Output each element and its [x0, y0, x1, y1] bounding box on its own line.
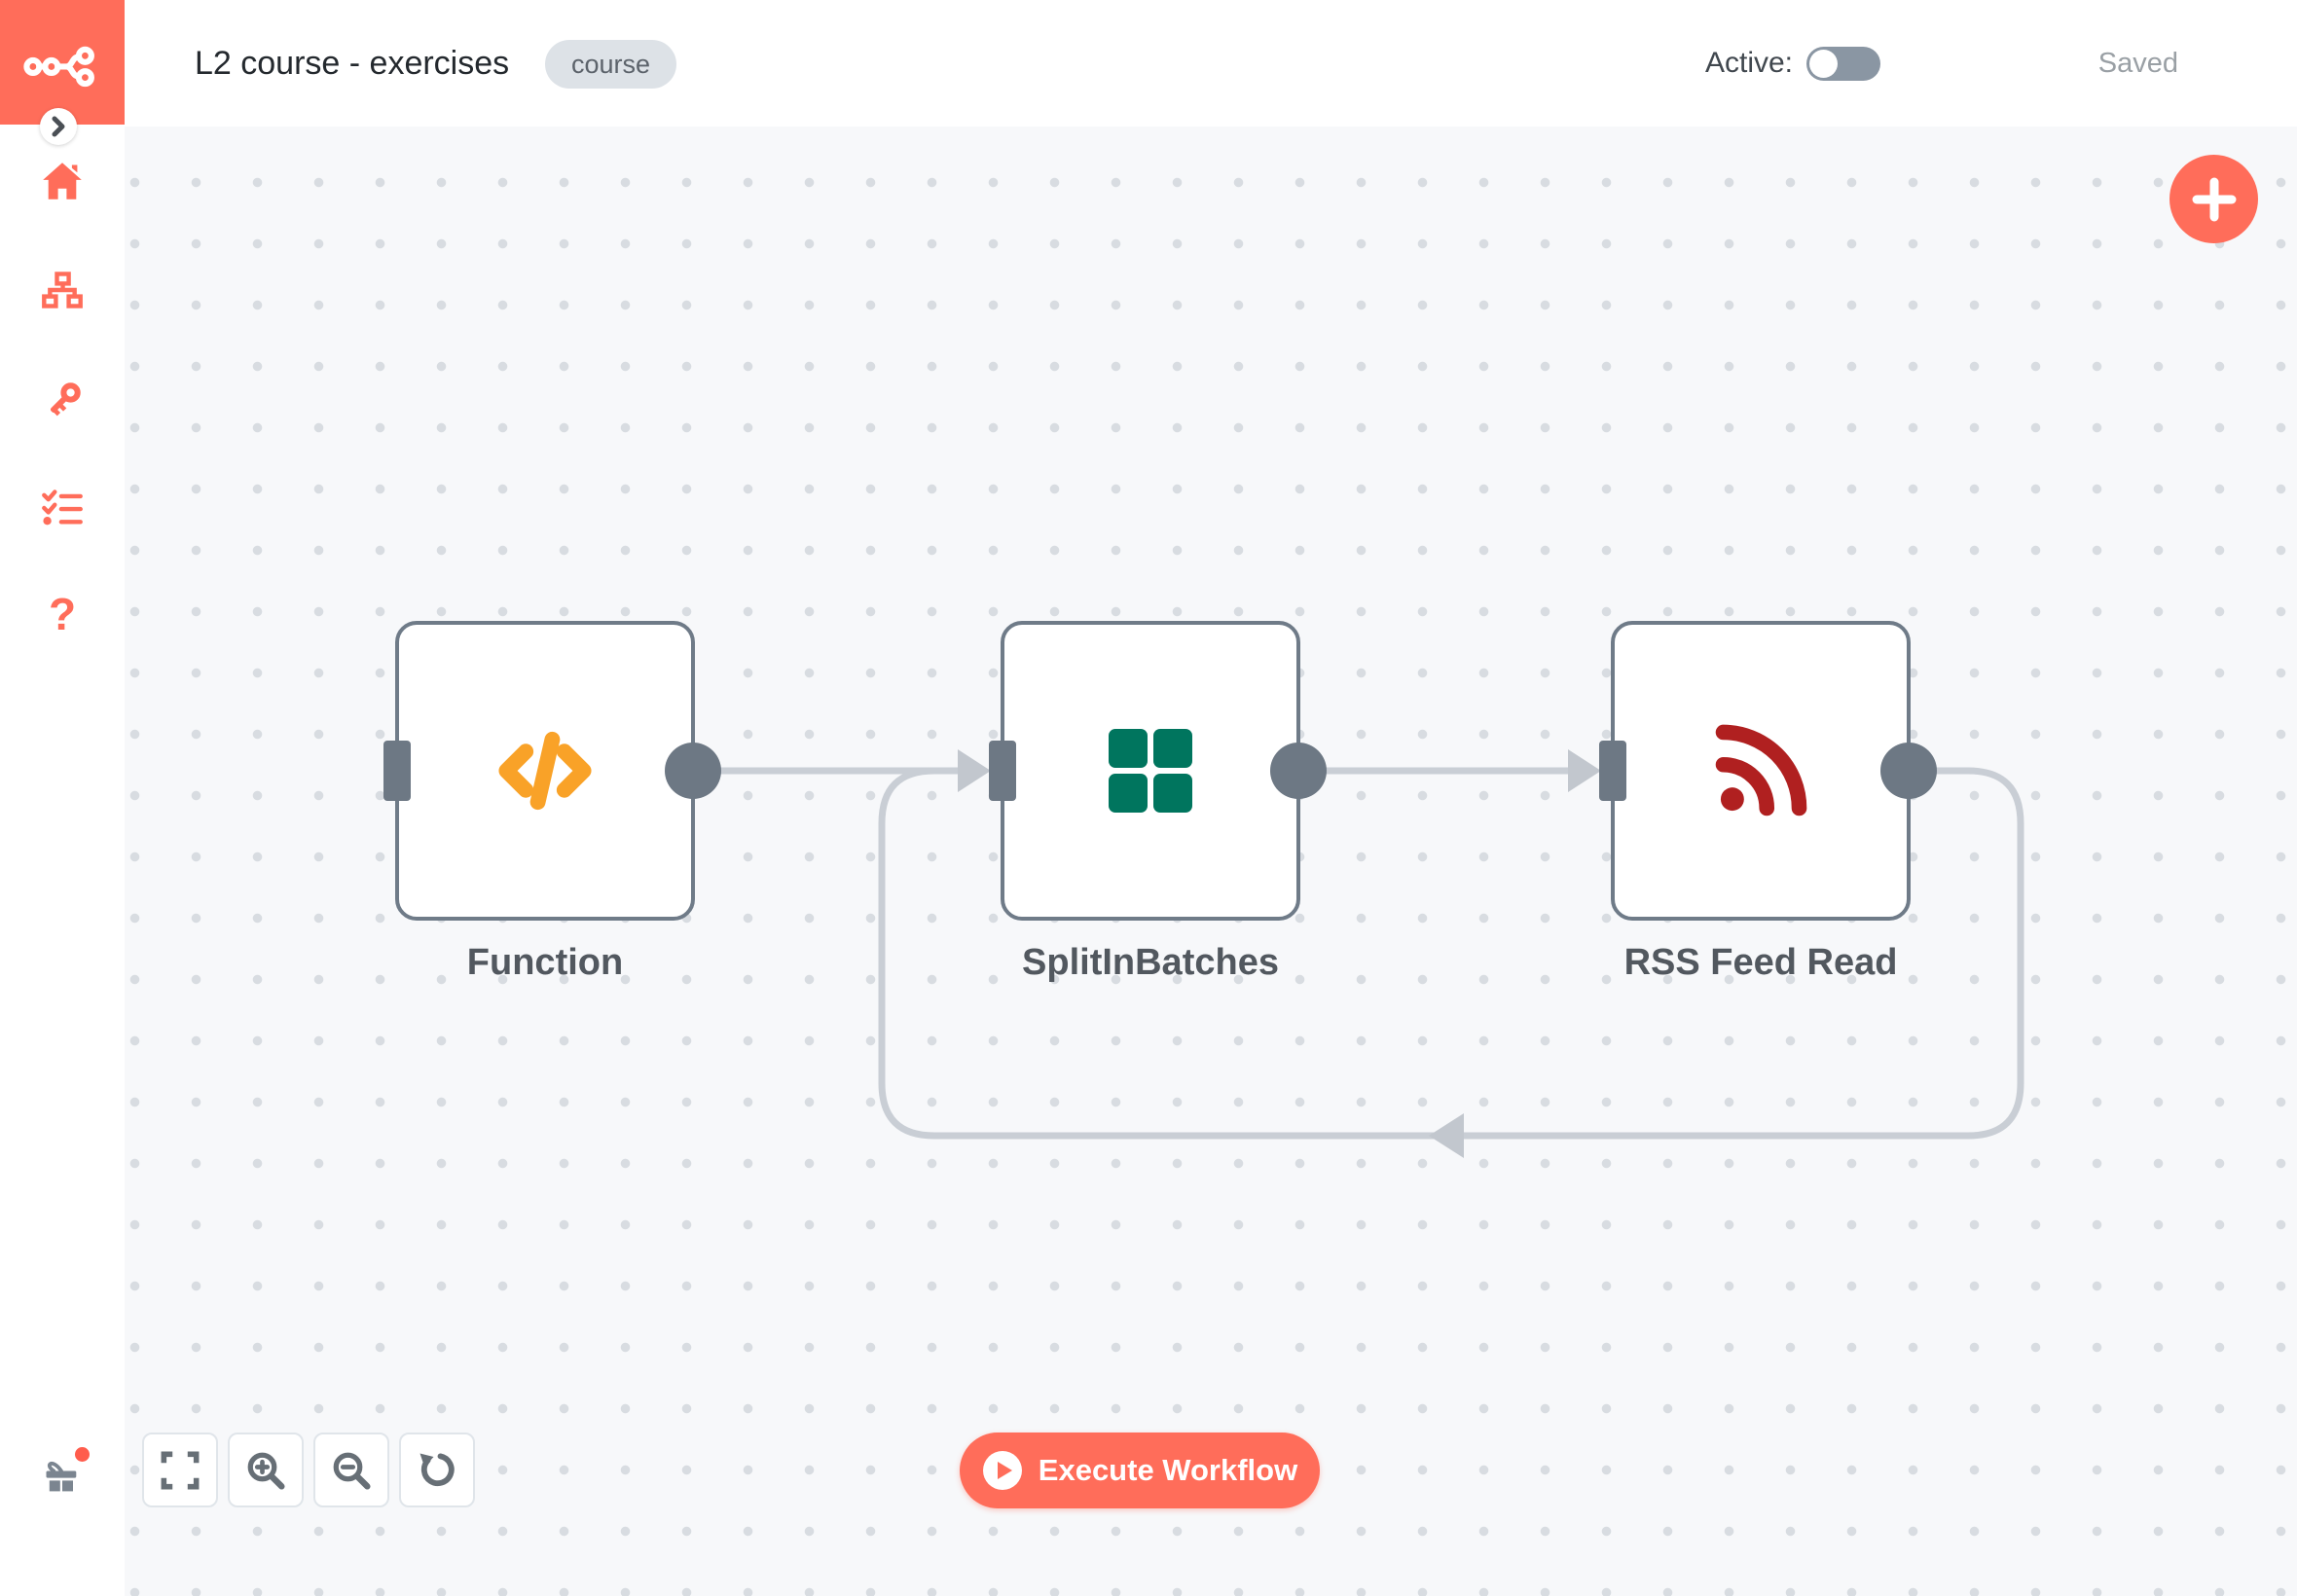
sidebar-item-whats-new[interactable] [0, 1447, 125, 1503]
toggle-knob [1809, 49, 1838, 78]
reset-zoom-icon [419, 1453, 455, 1486]
canvas-controls [142, 1433, 475, 1507]
play-icon [982, 1451, 1022, 1490]
chevron-right-icon [52, 116, 65, 137]
output-port[interactable] [665, 743, 721, 799]
notification-dot [75, 1447, 90, 1462]
input-port[interactable] [989, 741, 1016, 801]
zoom-in-icon [247, 1452, 285, 1490]
grid-icon [1004, 625, 1296, 917]
node-label: Function [466, 942, 624, 983]
n8n-logo-icon[interactable] [0, 0, 125, 125]
sidebar-item-executions[interactable] [0, 489, 125, 527]
saved-status: Saved [2097, 47, 2178, 79]
node-label: RSS Feed Read [1623, 942, 1898, 983]
execute-workflow-button[interactable]: Execute Workflow [960, 1433, 1320, 1508]
node-rss-feed-read[interactable]: RSS Feed Read [1599, 621, 1937, 983]
workflow-tag-badge[interactable]: course [545, 40, 677, 89]
fit-view-button[interactable] [142, 1433, 218, 1507]
workflows-icon [42, 272, 83, 308]
sidebar: ? [0, 0, 125, 1596]
node-function[interactable]: Function [383, 621, 721, 983]
sidebar-item-credentials[interactable] [0, 380, 125, 422]
executions-icon [42, 490, 83, 526]
sidebar-item-help[interactable]: ? [0, 592, 125, 636]
sidebar-item-workflows[interactable] [0, 271, 125, 309]
home-icon [43, 163, 82, 200]
node-label: SplitInBatches [1022, 942, 1279, 983]
zoom-out-button[interactable] [313, 1433, 389, 1507]
execute-workflow-label: Execute Workflow [1038, 1453, 1298, 1487]
output-port[interactable] [1270, 743, 1327, 799]
key-icon [50, 382, 81, 417]
sidebar-collapse-button[interactable] [40, 108, 77, 145]
sidebar-item-home[interactable] [0, 161, 125, 201]
rss-icon [1615, 625, 1907, 917]
input-port[interactable] [1599, 741, 1626, 801]
zoom-out-icon [333, 1452, 371, 1490]
active-label: Active: [1704, 47, 1793, 79]
code-icon [399, 625, 691, 917]
zoom-in-button[interactable] [228, 1433, 304, 1507]
top-header: L2 course - exercises course Active: Sav… [125, 0, 2297, 127]
output-port[interactable] [1880, 743, 1937, 799]
reset-zoom-button[interactable] [399, 1433, 475, 1507]
active-toggle[interactable] [1806, 46, 1880, 81]
workflow-title[interactable]: L2 course - exercises [195, 44, 510, 82]
add-node-button[interactable] [2169, 155, 2258, 243]
input-port[interactable] [383, 741, 411, 801]
whats-new-gift-icon [46, 1462, 77, 1492]
node-splitinbatches[interactable]: SplitInBatches [989, 621, 1327, 983]
help-icon: ? [48, 589, 77, 639]
fit-view-icon [161, 1451, 200, 1489]
plus-icon [2192, 177, 2236, 221]
